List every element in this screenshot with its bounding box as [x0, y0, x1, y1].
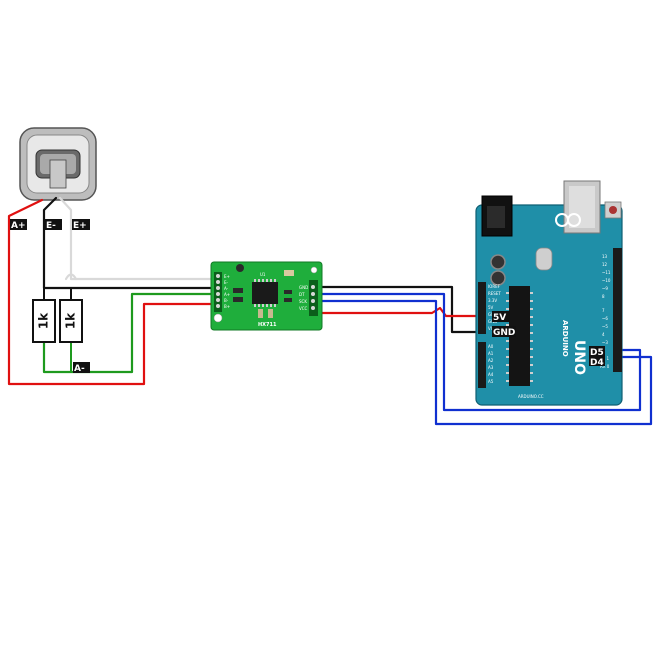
analog-pin-labels: A0 A1 A2 A3 A4 A5	[488, 344, 494, 384]
label-e-minus: E-	[45, 219, 62, 231]
svg-text:~6: ~6	[602, 316, 608, 321]
svg-text:A-: A-	[74, 364, 85, 374]
hx711-left-pin-labels: E+ E- A- A+ B- B+	[224, 274, 230, 309]
svg-text:~10: ~10	[602, 278, 611, 283]
svg-text:D5: D5	[590, 348, 604, 358]
svg-text:1k: 1k	[64, 312, 78, 329]
svg-text:A+: A+	[224, 292, 230, 297]
wire-e-minus-black	[42, 196, 220, 290]
svg-text:5V: 5V	[488, 305, 494, 310]
wire-a-plus-red	[7, 198, 220, 386]
hx711-silk-name: HX711	[258, 322, 277, 328]
arduino-logo-icon	[555, 213, 581, 227]
resistor-1k-right: 1k	[59, 299, 83, 343]
label-gnd: GND	[492, 326, 516, 338]
label-d4: D4	[589, 356, 605, 368]
svg-text:A1: A1	[488, 351, 494, 356]
svg-text:RESET: RESET	[488, 291, 501, 296]
svg-text:7: 7	[602, 308, 605, 313]
load-cell	[19, 127, 97, 201]
hx711-components	[213, 264, 318, 323]
wire-d5-blue	[320, 292, 642, 412]
svg-text:3.3V: 3.3V	[488, 298, 497, 303]
svg-text:A+: A+	[11, 221, 26, 231]
arduino-uno-board: ARDUINO UNO ARDUINO.CC IOREF RESET 3.3V …	[475, 180, 623, 406]
wire-a-minus-green	[42, 292, 220, 374]
svg-text:~9: ~9	[602, 286, 608, 291]
svg-text:A-: A-	[224, 286, 229, 291]
svg-text:5V: 5V	[493, 313, 506, 323]
svg-text:4: 4	[602, 332, 605, 337]
hx711-left-header	[214, 272, 222, 312]
svg-text:~5: ~5	[602, 324, 608, 329]
svg-text:E-: E-	[46, 221, 56, 231]
svg-text:12: 12	[602, 262, 608, 267]
svg-text:E+: E+	[73, 221, 87, 231]
svg-text:13: 13	[602, 254, 608, 259]
svg-text:VCC: VCC	[299, 306, 308, 311]
svg-text:A0: A0	[488, 344, 494, 349]
arduino-site: ARDUINO.CC	[518, 394, 544, 399]
svg-text:GND: GND	[493, 328, 515, 338]
svg-text:A5: A5	[488, 379, 494, 384]
svg-text:SCK: SCK	[299, 299, 307, 304]
svg-text:GND: GND	[299, 285, 308, 290]
svg-text:E-: E-	[224, 280, 229, 285]
svg-text:IOREF: IOREF	[488, 284, 501, 289]
power-header	[478, 282, 486, 334]
hx711-chip	[252, 279, 278, 307]
wires	[7, 196, 653, 426]
svg-text:~11: ~11	[602, 270, 611, 275]
wire-d4-blue	[320, 299, 653, 426]
svg-text:~3: ~3	[602, 340, 608, 345]
svg-text:8: 8	[602, 294, 605, 299]
svg-text:B-: B-	[224, 298, 229, 303]
svg-text:RX 0: RX 0	[600, 364, 610, 369]
wire-e-plus-white	[58, 196, 220, 281]
svg-text:DT: DT	[299, 292, 305, 297]
label-d5: D5	[589, 346, 605, 358]
label-a-minus: A-	[73, 362, 90, 374]
hx711-right-pin-labels: GND DT SCK VCC	[299, 285, 308, 311]
svg-text:B+: B+	[224, 304, 230, 309]
hx711-silk-chip: U1	[260, 272, 266, 277]
hx711-right-header	[309, 280, 318, 316]
resistor-1k-left: 1k	[32, 299, 56, 343]
wire-gnd-black	[320, 285, 494, 334]
svg-text:A4: A4	[488, 372, 494, 377]
hx711-module: E+ E- A- A+ B- B+ GND DT SCK VCC	[210, 261, 323, 331]
arduino-model: UNO	[571, 340, 587, 375]
label-a-plus: A+	[10, 219, 27, 231]
svg-text:A3: A3	[488, 365, 494, 370]
atmega-chip	[509, 286, 530, 386]
svg-text:1k: 1k	[37, 312, 51, 329]
svg-text:D4: D4	[590, 358, 604, 368]
wire-5v-red	[320, 306, 494, 318]
digital-header	[613, 248, 622, 372]
label-e-plus: E+	[72, 219, 90, 231]
analog-header	[478, 342, 486, 388]
svg-text:A2: A2	[488, 358, 494, 363]
svg-text:VIN: VIN	[488, 326, 495, 331]
label-5v: 5V	[492, 311, 510, 323]
arduino-brand: ARDUINO	[561, 320, 569, 357]
svg-text:E+: E+	[224, 274, 230, 279]
